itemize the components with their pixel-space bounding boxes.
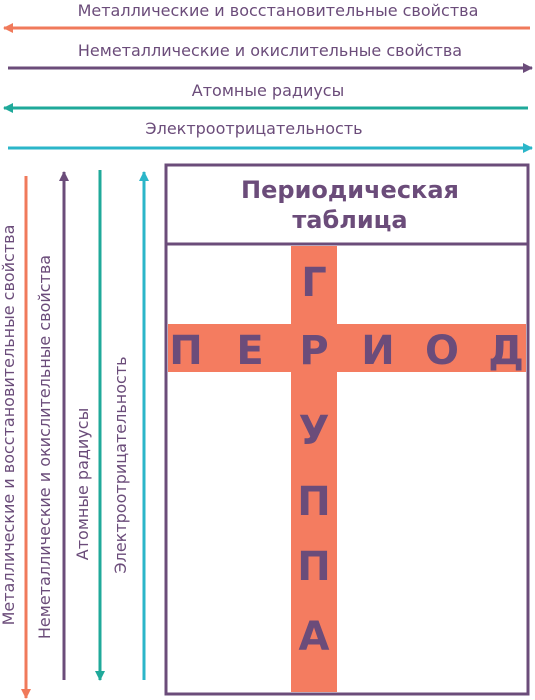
group-letter: П xyxy=(297,544,330,590)
electroneg-label-horizontal: Электроотрицательность xyxy=(145,119,362,138)
group-band xyxy=(291,246,337,692)
nonmetallic-label-horizontal: Неметаллические и окислительные свойства xyxy=(78,41,462,60)
group-letter: Г xyxy=(301,260,327,306)
table-title-line-2: таблица xyxy=(292,206,407,234)
horizontal-trends: Металлические и восстановительные свойст… xyxy=(3,1,533,153)
period-letter: Д xyxy=(488,328,524,374)
group-letter: П xyxy=(297,479,330,525)
electroneg-label-vertical: Электроотрицательность xyxy=(111,356,130,573)
group-letter: У xyxy=(299,408,330,454)
metallic-label-horizontal: Металлические и восстановительные свойст… xyxy=(78,1,479,20)
period-letter: Е xyxy=(236,328,263,374)
period-band xyxy=(168,324,526,372)
group-letter: А xyxy=(299,614,330,660)
table-title-line-1: Периодическая xyxy=(241,176,459,204)
period-letter: П xyxy=(169,328,202,374)
group-word: Г У П П А xyxy=(297,260,330,660)
period-word: П Е Р И О Д xyxy=(169,328,524,374)
nonmetallic-label-vertical: Неметаллические и окислительные свойства xyxy=(35,255,54,639)
period-letter: Р xyxy=(299,328,328,374)
vertical-trends: Металлические и восстановительные свойст… xyxy=(0,170,149,699)
radius-label-vertical: Атомные радиусы xyxy=(73,408,92,560)
periodic-table: Периодическая таблица П Е Р И О Д Г У П … xyxy=(164,163,530,696)
period-letter: И xyxy=(361,328,394,374)
period-letter: О xyxy=(425,328,459,374)
radius-label-horizontal: Атомные радиусы xyxy=(192,81,344,100)
table-frame xyxy=(164,163,530,696)
metallic-label-vertical: Металлические и восстановительные свойст… xyxy=(0,225,18,626)
